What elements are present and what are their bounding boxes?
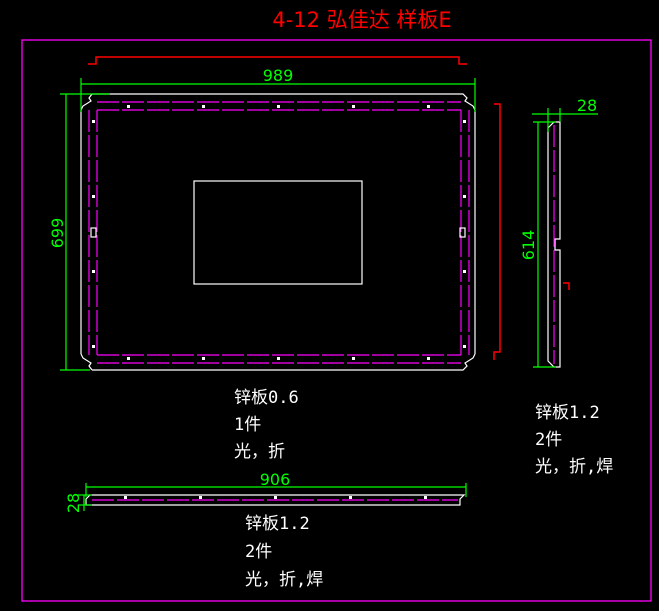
side-note-process: 光，折,焊 [535,457,613,477]
side-note-material: 锌板1.2 [535,403,600,423]
bottom-part: 906 28 锌板1.2 2件 光，折,焊 [64,470,467,590]
main-width-dim: 989 [263,66,294,85]
drawing-border [21,39,652,602]
side-width-dim: 28 [577,96,597,115]
side-note-qty: 2件 [535,430,562,450]
main-panel: 989 699 锌板0.6 1件 光，折 [48,56,501,462]
window-cutout [193,180,363,285]
main-note-material: 锌板0.6 [234,388,299,408]
bottom-note-process: 光，折,焊 [245,570,323,590]
main-note-qty: 1件 [234,415,261,435]
right-flange-marker [493,103,501,360]
top-flange-marker [88,56,467,65]
main-height-dim: 699 [48,218,67,249]
main-note-process: 光，折 [234,442,285,462]
side-part: 28 614 锌板1.2 2件 光，折,焊 [519,96,613,477]
bottom-width-dim: 906 [260,470,291,489]
bottom-note-material: 锌板1.2 [245,514,310,534]
side-height-dim: 614 [519,230,538,261]
bottom-note-qty: 2件 [245,542,272,562]
bottom-height-dim: 28 [64,493,83,513]
drawing-title: 4-12 弘佳达 样板E [272,8,451,32]
